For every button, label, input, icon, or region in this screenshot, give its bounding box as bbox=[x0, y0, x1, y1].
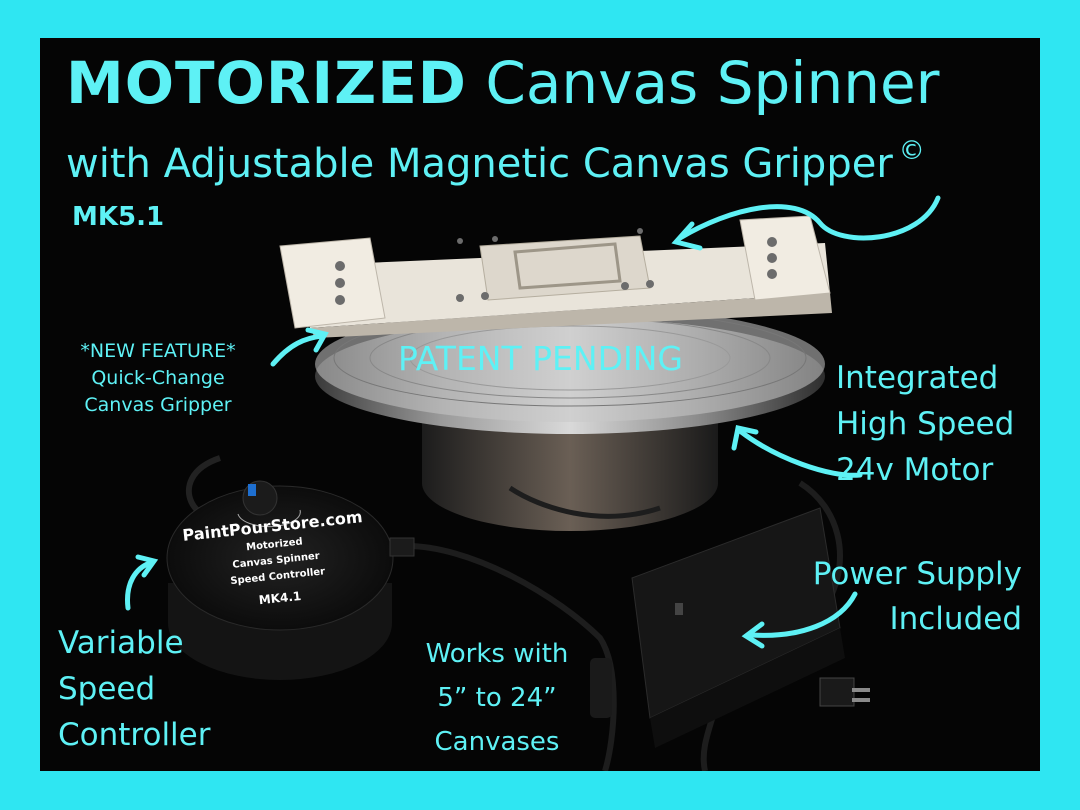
model-number: MK5.1 bbox=[72, 202, 165, 232]
works-line-2: 5” to 24” bbox=[437, 683, 557, 713]
feature-line-3: Canvas Gripper bbox=[84, 394, 232, 416]
power-supply-brick bbox=[631, 507, 870, 748]
arrow-to-power-supply bbox=[749, 591, 858, 638]
feature-line-2: Quick-Change bbox=[91, 367, 225, 389]
arrow-to-quick-change bbox=[270, 333, 325, 367]
magnetic-canvas-gripper bbox=[279, 215, 832, 338]
copyright-symbol: © bbox=[898, 136, 925, 166]
callout-arrows bbox=[125, 195, 941, 649]
variable-line-1: Variable bbox=[58, 625, 184, 661]
variable-line-3: Controller bbox=[58, 717, 211, 753]
title-line-1: MOTORIZED Canvas Spinner bbox=[66, 54, 940, 112]
product-illustration bbox=[125, 195, 941, 771]
motor-callout: Integrated High Speed 24v Motor bbox=[836, 355, 1036, 493]
motor-line-2: High Speed bbox=[836, 406, 1015, 442]
arrow-to-motor bbox=[737, 428, 863, 478]
product-photo-area bbox=[40, 38, 1040, 771]
motor-line-1: Integrated bbox=[836, 360, 999, 396]
speed-controller-device bbox=[166, 480, 415, 680]
arrow-to-controller bbox=[125, 560, 153, 611]
variable-line-2: Speed bbox=[58, 671, 156, 707]
motor-line-3: 24v Motor bbox=[836, 452, 994, 488]
title-bold-word: MOTORIZED bbox=[66, 49, 467, 117]
works-line-1: Works with bbox=[425, 639, 569, 669]
power-supply-callout: Power Supply Included bbox=[798, 552, 1022, 642]
canvas-size-callout: Works with 5” to 24” Canvases bbox=[417, 632, 577, 764]
power-line-2: Included bbox=[889, 601, 1022, 637]
controller-callout: Variable Speed Controller bbox=[58, 620, 258, 758]
works-line-3: Canvases bbox=[434, 727, 560, 757]
title-rest: Canvas Spinner bbox=[485, 49, 940, 117]
new-feature-callout: *NEW FEATURE* Quick-Change Canvas Grippe… bbox=[58, 338, 258, 419]
feature-line-1: *NEW FEATURE* bbox=[80, 340, 236, 362]
arrow-to-gripper bbox=[677, 195, 941, 241]
subtitle: with Adjustable Magnetic Canvas Gripper bbox=[66, 141, 893, 187]
title-line-2: with Adjustable Magnetic Canvas Gripper© bbox=[66, 138, 925, 184]
patent-pending-label: PATENT PENDING bbox=[398, 339, 683, 378]
power-line-1: Power Supply bbox=[812, 556, 1022, 592]
